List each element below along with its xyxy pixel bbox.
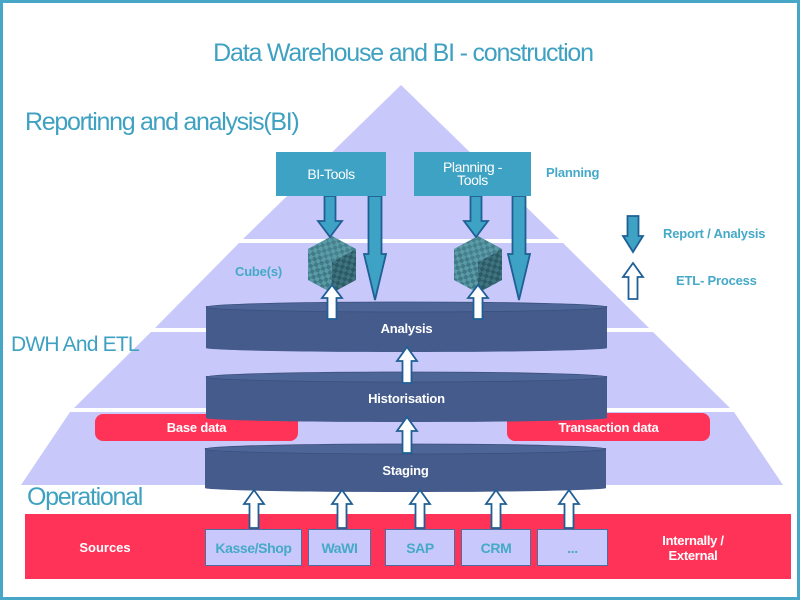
cube-planning <box>454 236 502 293</box>
page-title: Data Warehouse and BI - construction <box>213 39 594 67</box>
etl-arrow-icon <box>466 283 490 320</box>
legend-report-analysis: Report / Analysis <box>663 226 766 241</box>
report-arrow-icon <box>506 195 532 301</box>
etl-arrow-icon <box>330 488 354 529</box>
transaction-data-label: Transaction data <box>558 420 659 435</box>
historisation-label: Historisation <box>368 391 445 406</box>
legend-report-arrow-icon <box>621 215 645 254</box>
bi-tools-label: BI-Tools <box>307 165 355 182</box>
etl-arrow-icon <box>408 488 432 529</box>
internal-external-line1: Internally / <box>662 533 724 548</box>
internal-external-line2: External <box>668 548 718 563</box>
etl-arrow-icon <box>395 415 419 454</box>
etl-arrow-icon <box>484 488 508 529</box>
legend-etl-arrow-icon <box>621 261 645 300</box>
report-arrow-icon <box>462 195 490 239</box>
section-label-operational: Operational <box>27 483 143 511</box>
source-more: ... <box>537 529 608 566</box>
sources-label: Sources <box>79 540 131 555</box>
staging-cylinder <box>204 443 607 492</box>
report-arrow-icon <box>362 195 388 301</box>
section-label-dwh: DWH And ETL <box>11 333 140 356</box>
base-data-label: Base data <box>166 420 227 435</box>
planning-tools-box: Planning - Tools <box>414 152 531 196</box>
etl-arrow-icon <box>395 345 419 384</box>
base-data-pill <box>95 414 298 441</box>
legend-etl-process: ETL- Process <box>676 273 757 288</box>
etl-arrow-icon <box>242 488 266 529</box>
staging-label: Staging <box>382 463 429 478</box>
diagram-canvas <box>21 85 791 579</box>
planning-tools-line1: Planning - <box>442 159 503 175</box>
source-sap: SAP <box>385 529 455 566</box>
internal-external-label: Internally / External <box>633 533 753 563</box>
planning-label: Planning <box>546 165 600 180</box>
etl-arrow-icon <box>557 488 581 529</box>
section-label-bi: Reportinng and analysis(BI) <box>25 108 300 136</box>
cubes-label: Cube(s) <box>235 264 282 279</box>
bi-tools-box: BI-Tools <box>276 152 386 196</box>
cube-bi <box>308 236 356 293</box>
etl-arrow-icon <box>320 283 344 320</box>
report-arrow-icon <box>316 195 344 239</box>
planning-tools-line2: Tools <box>457 172 488 188</box>
analysis-label: Analysis <box>380 321 433 336</box>
source-crm: CRM <box>461 529 531 566</box>
analysis-cylinder <box>205 301 608 352</box>
source-wawi: WaWI <box>308 529 371 566</box>
planning-tools-label: Planning - Tools <box>442 159 503 188</box>
source-kasse-shop: Kasse/Shop <box>205 529 302 566</box>
